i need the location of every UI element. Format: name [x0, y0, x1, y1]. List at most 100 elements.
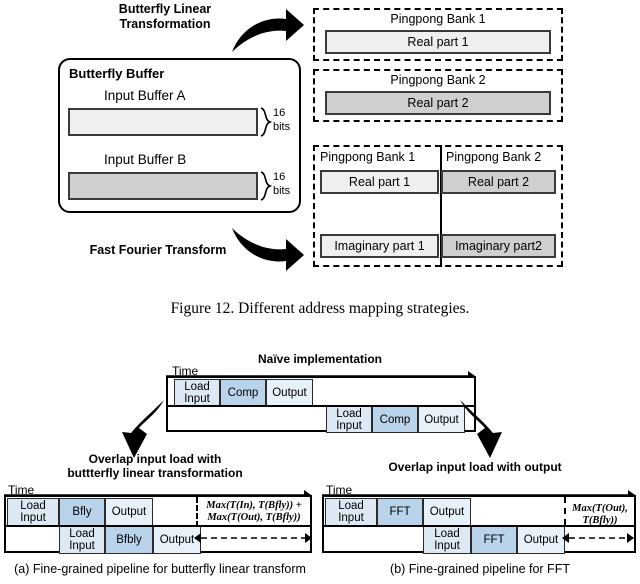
panel-a-row2-output-label: Output: [159, 534, 195, 546]
figure-12-caption: Figure 12. Different address mapping str…: [170, 300, 470, 317]
panel-b-row2-output: Output: [517, 526, 565, 554]
pingpong-bank-1-box: [313, 8, 563, 61]
panel-b-timeline-frame: Load Input FFT Output Load Input FFT Out…: [322, 495, 636, 554]
panel-a-caption: (a) Fine-grained pipeline for butterfly …: [14, 562, 306, 576]
panel-b-title-line1: Overlap input load with output: [388, 460, 562, 474]
panel-b-math-line1: Max(T(Out),: [572, 503, 628, 514]
panel-a-row2-output: Output: [153, 526, 201, 554]
panel-a-math-line1: Max(T(In), T(Bfly)) +: [206, 500, 302, 511]
naive-row2-comp-label: Comp: [379, 413, 411, 426]
naive-implementation-title: Naïve implementation: [257, 352, 383, 366]
pingpong-bank-1-title: Pingpong Bank 1: [390, 11, 486, 26]
naive-row1-output-label: Output: [272, 386, 307, 399]
bits-value-a: 16: [273, 107, 286, 119]
panel-a-title: Overlap input load with buttterfly linea…: [10, 452, 300, 480]
arrow-curved-down-right: [460, 400, 502, 458]
input-buffer-b-bits: 16 bits: [273, 170, 290, 198]
panel-a-row1-output: Output: [105, 498, 153, 526]
pingpong-bank-1-cell: Real part 1: [325, 30, 551, 54]
input-buffer-a-label: Input Buffer A: [104, 88, 186, 103]
panel-b-measure-start-marker: [564, 497, 566, 525]
panel-a-measure-arrow: [194, 533, 312, 543]
naive-row2-load-line2: Input: [336, 419, 362, 432]
naive-row1-comp: Comp: [220, 379, 266, 406]
naive-row1-load-line2: Input: [184, 392, 210, 405]
panel-b-row1-fft-label: FFT: [389, 506, 411, 518]
pingpong-combined-bank2-title: Pingpong Bank 2: [446, 150, 542, 164]
blt-line1: Butterfly Linear: [118, 2, 212, 16]
panel-a-row1-load-line1: Load: [20, 500, 46, 512]
naive-row1-comp-label: Comp: [227, 386, 259, 399]
panel-b-measure-arrow: [562, 533, 634, 543]
panel-b-row2-load-input: Load Input: [423, 526, 471, 554]
arrow-curved-right-bottom: [232, 228, 304, 271]
brace-a-icon: [260, 107, 272, 137]
panel-b-time-label: Time: [326, 483, 353, 497]
naive-row-divider: [168, 405, 474, 407]
panel-a-title-line2: buttterfly linear transformation: [67, 466, 243, 480]
naive-timeline-frame: Load Input Comp Output Load Input Comp O…: [166, 376, 476, 433]
bits-value-b: 16: [273, 171, 286, 183]
panel-a-timeline-frame: Load Input Bfly Output Load Input Bfbly …: [4, 495, 312, 554]
naive-row1-output: Output: [266, 379, 313, 406]
panel-b-row2-fft: FFT: [471, 526, 517, 554]
panel-b-title: Overlap input load with output: [330, 460, 620, 474]
panel-a-row1-load-input: Load Input: [7, 498, 59, 526]
panel-b-row2-load-line1: Load: [434, 528, 460, 540]
panel-b-row2-fft-label: FFT: [483, 534, 505, 546]
panel-b-row1-output: Output: [423, 498, 471, 526]
panel-a-math-label: Max(T(In), T(Bfly)) + Max(T(Out), T(Bfly…: [194, 500, 314, 524]
panel-b-row1-output-label: Output: [429, 506, 465, 518]
panel-a-math-line2: Max(T(Out), T(Bfly)): [207, 512, 301, 523]
brace-b-icon: [260, 171, 272, 201]
panel-b-row1-load-line2: Input: [338, 512, 364, 524]
panel-a-row1-output-label: Output: [111, 506, 147, 518]
pingpong-bank-2-title: Pingpong Bank 2: [390, 72, 486, 87]
panel-b-row2-output-label: Output: [523, 534, 559, 546]
panel-a-time-label: Time: [8, 483, 35, 497]
panel-a-title-line1: Overlap input load with: [88, 452, 222, 466]
naive-row2-load-line1: Load: [336, 407, 362, 420]
naive-row2-comp: Comp: [372, 406, 418, 433]
arrow-curved-right-top: [232, 9, 304, 52]
input-buffer-b-label: Input Buffer B: [104, 152, 187, 167]
fast-fourier-transform-label: Fast Fourier Transform: [89, 243, 227, 257]
input-buffer-b-bar: [68, 172, 258, 200]
blt-line2: Transformation: [119, 17, 211, 31]
pingpong-real-part-1-cell: Real part 1: [320, 170, 439, 194]
pingpong-imaginary-part-2-cell: Imaginary part2: [441, 234, 556, 258]
pingpong-combined-bank1-title: Pingpong Bank 1: [320, 150, 416, 164]
naive-row2-output: Output: [418, 406, 465, 433]
pingpong-bank-2-box: [313, 69, 563, 122]
panel-b-math-label: Max(T(Out), T(Bfly)): [562, 503, 638, 527]
butterfly-linear-transformation-label: Butterfly Linear Transformation: [90, 2, 240, 32]
panel-a-row2-bfbly-label: Bfbly: [116, 534, 142, 546]
panel-b-math-line2: T(Bfly)): [582, 515, 618, 526]
panel-b-row1-load-line1: Load: [338, 500, 364, 512]
panel-a-row-divider: [6, 525, 310, 527]
naive-time-label: Time: [172, 364, 199, 378]
panel-b-row-divider: [324, 525, 634, 527]
panel-b-row2-load-line2: Input: [434, 540, 460, 552]
butterfly-buffer-title: Butterfly Buffer: [69, 66, 165, 81]
naive-row1-load-line1: Load: [184, 380, 210, 393]
panel-b-row1-load-input: Load Input: [325, 498, 377, 526]
panel-a-row1-load-line2: Input: [20, 512, 46, 524]
panel-a-row2-load-input: Load Input: [59, 526, 105, 554]
input-buffer-a-bar: [68, 108, 258, 136]
panel-a-row2-bfbly: Bfbly: [105, 526, 153, 554]
panel-a-row2-load-line2: Input: [69, 540, 95, 552]
panel-a-row2-load-line1: Load: [69, 528, 95, 540]
bits-unit-b: bits: [273, 185, 291, 197]
panel-a-row1-bfly-label: Bfly: [72, 506, 92, 518]
arrow-curved-down-left: [122, 400, 164, 458]
pingpong-combined-box: [313, 145, 563, 267]
panel-a-row1-bfly: Bfly: [59, 498, 105, 526]
panel-a-measure-start-marker: [196, 497, 198, 527]
bits-unit-a: bits: [273, 121, 291, 133]
pingpong-real-part-2-cell: Real part 2: [441, 170, 556, 194]
pingpong-imaginary-part-1-cell: Imaginary part 1: [320, 234, 439, 258]
input-buffer-a-bits: 16 bits: [273, 106, 290, 134]
naive-row2-output-label: Output: [424, 413, 459, 426]
pingpong-bank-2-cell: Real part 2: [325, 91, 551, 115]
